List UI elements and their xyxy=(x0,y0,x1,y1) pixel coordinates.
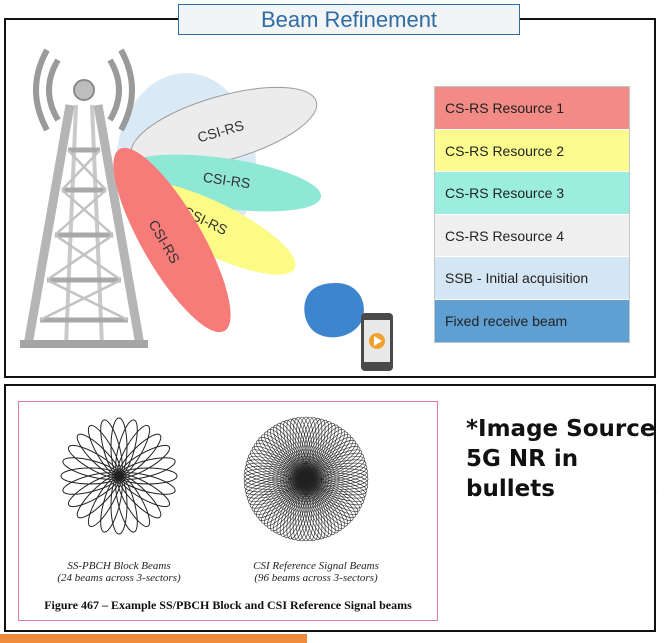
legend-item-resource-2: CS-RS Resource 2 xyxy=(435,129,629,172)
csi-rs-label: CSI-RS xyxy=(202,169,251,191)
beam-diagram: CSI-RS CSI-RS CSI-RS CSI-RS xyxy=(20,48,393,371)
phone-icon xyxy=(361,313,393,371)
right-caption-line1: CSI Reference Signal Beams xyxy=(253,560,379,572)
footer-strip xyxy=(0,634,307,643)
ss-pbch-beam-pattern xyxy=(60,417,178,535)
csi-beam-pattern xyxy=(243,416,369,542)
figure-467: SS-PBCH Block Beams (24 beams across 3-s… xyxy=(18,401,438,621)
legend-item-receive-beam: Fixed receive beam xyxy=(435,299,629,342)
legend-item-resource-4: CS-RS Resource 4 xyxy=(435,214,629,257)
image-source-note: *Image Source 5G NR in bullets xyxy=(466,414,664,504)
page-title: Beam Refinement xyxy=(178,4,520,35)
source-line-2: 5G NR in bullets xyxy=(466,446,579,502)
legend-item-resource-3: CS-RS Resource 3 xyxy=(435,172,629,215)
legend: CS-RS Resource 1 CS-RS Resource 2 CS-RS … xyxy=(434,86,630,343)
tower-icon xyxy=(20,48,148,348)
left-caption: SS-PBCH Block Beams (24 beams across 3-s… xyxy=(39,560,199,584)
legend-item-ssb: SSB - Initial acquisition xyxy=(435,257,629,300)
left-caption-line1: SS-PBCH Block Beams xyxy=(67,560,171,572)
figure-caption: Figure 467 – Example SS/PBCH Block and C… xyxy=(44,598,412,612)
beam-lobe xyxy=(295,416,313,480)
beam-lobe xyxy=(100,419,123,477)
receive-beam xyxy=(304,283,364,338)
left-caption-line2: (24 beams across 3-sectors) xyxy=(57,572,181,584)
legend-item-resource-1: CS-RS Resource 1 xyxy=(435,87,629,130)
right-caption-line2: (96 beams across 3-sectors) xyxy=(254,572,378,584)
csi-rs-beam-4: CSI-RS xyxy=(113,147,231,333)
right-caption: CSI Reference Signal Beams (96 beams acr… xyxy=(231,560,401,584)
source-line-1: *Image Source xyxy=(466,416,656,442)
